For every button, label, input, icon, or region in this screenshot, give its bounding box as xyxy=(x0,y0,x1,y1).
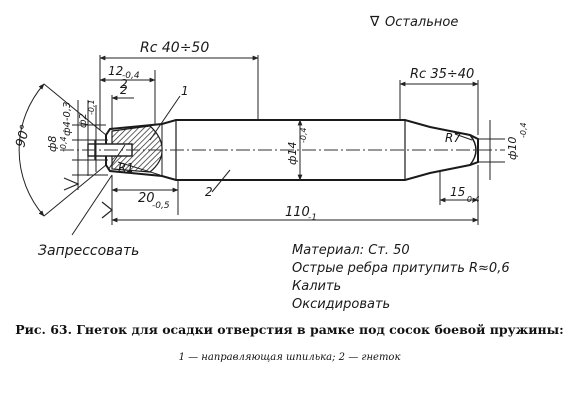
dim-2: 2 xyxy=(120,83,128,97)
note-harden: Калить xyxy=(292,279,342,294)
dim-phi8: ф8 xyxy=(46,136,59,152)
dim-20-tol: -0,5 xyxy=(152,201,170,211)
dim-r1: R1 xyxy=(118,161,134,175)
callout-part-2b: 2 xyxy=(205,185,213,199)
dim-phi4: ф4-0,3 xyxy=(62,102,73,136)
dim-rc-left: Rc 40÷50 xyxy=(140,40,209,56)
dim-phi8-tol: -0,4 xyxy=(59,136,68,152)
dim-phi2: ф2 xyxy=(78,113,89,128)
dim-15: 15 xyxy=(450,185,465,199)
callout-part-2a: 2 xyxy=(120,77,128,91)
dim-20: 20 xyxy=(138,191,155,206)
note-edges: Острые ребра притупить R≈0,6 xyxy=(292,261,510,276)
caption-legend: 1 — направляющая шпилька; 2 — гнеток xyxy=(178,352,401,363)
dim-phi14: ф14 xyxy=(286,142,299,165)
dim-phi14-tol: -0,4 xyxy=(299,127,308,143)
note-oxidize: Оксидировать xyxy=(292,297,391,312)
dim-110: 110 xyxy=(285,205,310,220)
surface-symbol: ∇ xyxy=(369,14,380,30)
note-material: Материал: Ст. 50 xyxy=(292,243,410,258)
dim-15-tol: -0,4 xyxy=(464,195,480,204)
surface-note: Остальное xyxy=(385,15,458,30)
callout-part-1: 1 xyxy=(181,84,189,98)
dim-12-tol: -0,4 xyxy=(122,71,140,81)
dim-12: 12 xyxy=(108,64,123,78)
finish-marks xyxy=(63,177,113,219)
dim-angle-90: 90° xyxy=(13,123,33,149)
dim-phi10-tol: -0,4 xyxy=(519,122,528,138)
caption-text: Гнеток для осадки отверстия в рамке под … xyxy=(76,322,564,337)
material-notes: Материал: Ст. 50 Острые ребра притупить … xyxy=(292,242,510,314)
caption-label: Рис. 63. xyxy=(15,322,72,337)
press-note: Запрессовать xyxy=(38,243,139,259)
dimension-lines xyxy=(72,55,505,225)
dim-phi10: ф10 xyxy=(506,137,519,160)
dim-r7: R7 xyxy=(445,131,461,145)
dim-phi2-tol: -0,1 xyxy=(87,99,96,115)
dim-110-tol: -1 xyxy=(308,213,317,223)
figure-caption: Рис. 63. Гнеток для осадки отверстия в р… xyxy=(0,322,579,337)
dim-rc-right: Rc 35÷40 xyxy=(410,67,474,82)
